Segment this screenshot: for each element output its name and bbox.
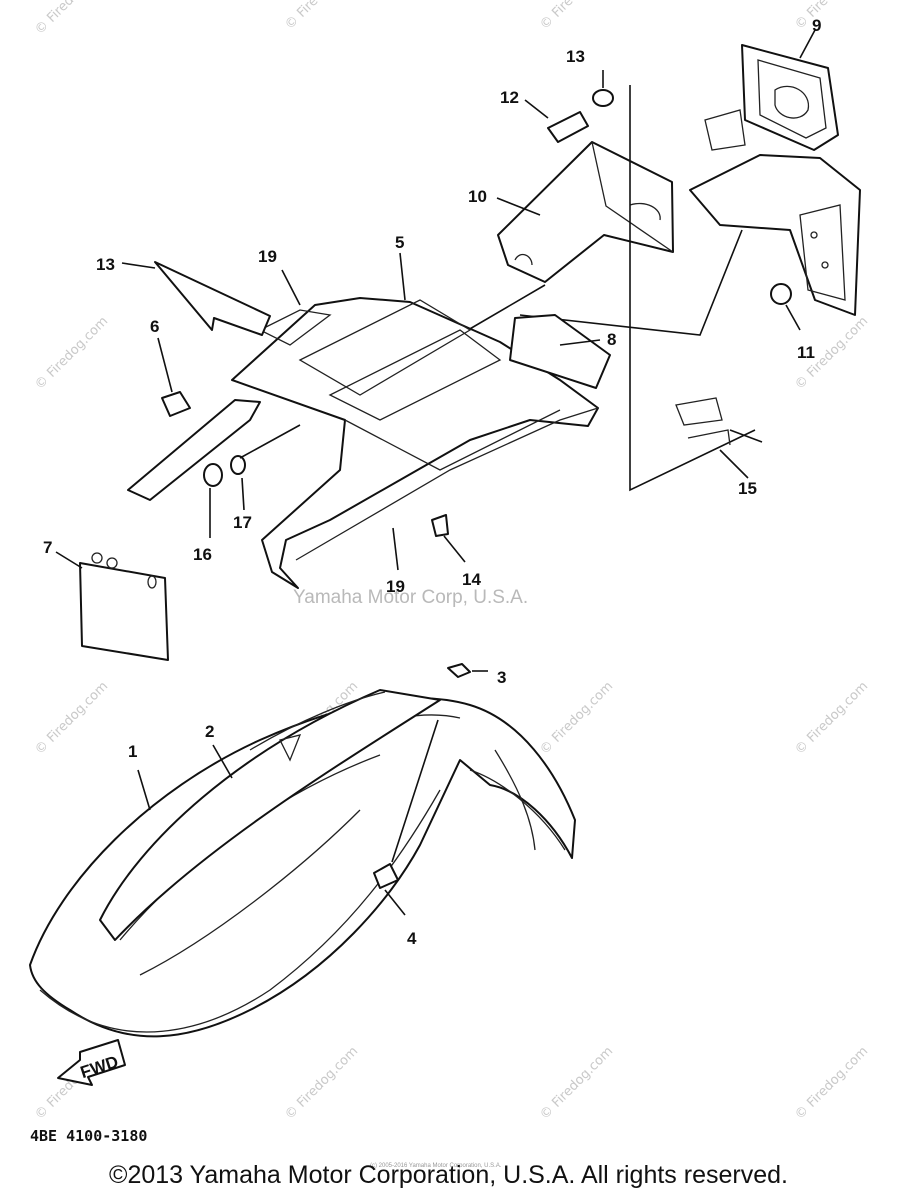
watermark: © Firedog.com xyxy=(537,0,616,33)
leader-line xyxy=(496,197,541,216)
watermark: © Firedog.com xyxy=(32,679,111,758)
small-copyright: (c) 2005-2016 Yamaha Motor Corporation, … xyxy=(370,1163,502,1169)
part-16-collar xyxy=(203,463,223,538)
watermark: © Firedog.com xyxy=(792,679,871,758)
copyright-footer: ©2013 Yamaha Motor Corporation, U.S.A. A… xyxy=(109,1161,788,1189)
callout-9: 9 xyxy=(812,16,821,35)
watermark: © Firedog.com xyxy=(282,1044,361,1123)
callout-12: 12 xyxy=(500,88,519,107)
part-13-flap xyxy=(121,261,271,336)
leader-line xyxy=(519,229,743,336)
callout-19: 19 xyxy=(386,577,405,596)
leader-line xyxy=(137,769,151,811)
watermark: © Firedog.com xyxy=(282,0,361,33)
part-6-bolt xyxy=(157,337,191,417)
part-3-screw xyxy=(447,663,488,678)
callout-13: 13 xyxy=(96,255,115,274)
callout-13: 13 xyxy=(566,47,585,66)
part-7-mudflap xyxy=(55,551,169,661)
callout-1: 1 xyxy=(128,742,137,761)
callout-7: 7 xyxy=(43,538,52,557)
leader-line xyxy=(239,424,301,459)
part-8-plate xyxy=(509,314,611,389)
part-13-nut xyxy=(592,70,614,107)
leader-line xyxy=(467,284,546,331)
part-11-reflector xyxy=(770,283,801,331)
callout-8: 8 xyxy=(607,330,616,349)
watermark: © Firedog.com xyxy=(792,1044,871,1123)
callout-19: 19 xyxy=(258,247,277,266)
part-10-cover xyxy=(497,141,674,283)
center-watermark: Yamaha Motor Corp, U.S.A. xyxy=(293,587,528,608)
watermark: © Firedog.com xyxy=(537,1044,616,1123)
callout-15: 15 xyxy=(738,479,757,498)
leader-line xyxy=(281,269,301,306)
leader-line xyxy=(799,29,816,59)
callout-3: 3 xyxy=(497,668,506,687)
callout-5: 5 xyxy=(395,233,404,252)
callout-16: 16 xyxy=(193,545,212,564)
leader-line xyxy=(399,252,406,301)
callout-10: 10 xyxy=(468,187,487,206)
callout-11: 11 xyxy=(797,343,815,362)
part-9-bracket xyxy=(689,44,861,316)
part-2-decal xyxy=(99,689,441,941)
callout-14: 14 xyxy=(462,570,481,589)
leader-line xyxy=(392,527,399,571)
part-4-collar xyxy=(373,719,439,916)
watermark: © Firedog.com xyxy=(32,0,111,38)
callout-2: 2 xyxy=(205,722,214,741)
side-brace xyxy=(127,399,261,501)
part-5-rear-fender xyxy=(231,297,599,589)
callout-17: 17 xyxy=(233,513,252,532)
part-15-brackets xyxy=(675,397,763,479)
leader-frame xyxy=(629,85,756,492)
diagram-part-code: 4BE 4100-3180 xyxy=(30,1127,147,1145)
callout-4: 4 xyxy=(407,929,417,948)
callout-6: 6 xyxy=(150,317,159,336)
watermark: © Firedog.com xyxy=(537,679,616,758)
part-14-clip xyxy=(431,514,466,563)
watermark: © Firedog.com xyxy=(792,0,871,33)
watermark: © Firedog.com xyxy=(32,314,111,393)
part-17-nut xyxy=(230,455,246,511)
part-12-bolt xyxy=(524,99,589,143)
fwd-arrow: FWD xyxy=(57,1039,126,1086)
